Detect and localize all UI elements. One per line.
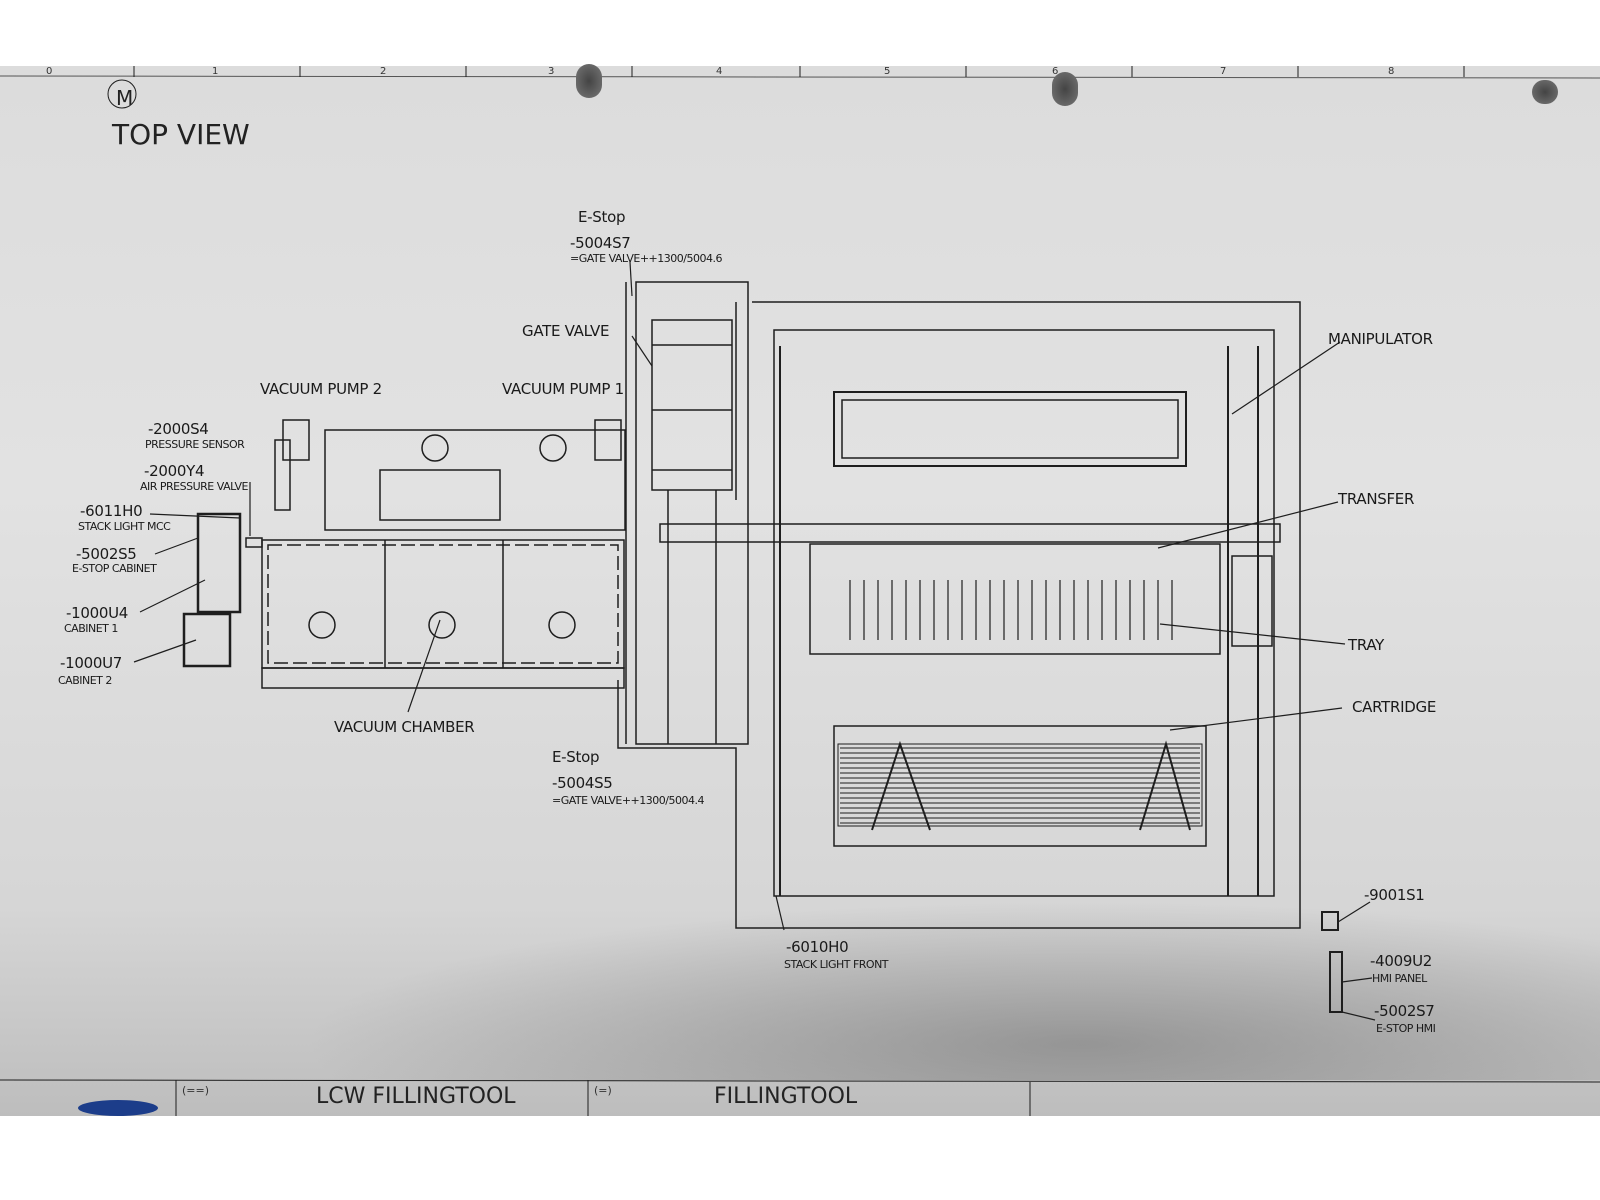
estop-bottom-ref: =GATE VALVE++1300/5004.4	[552, 794, 704, 807]
estop-9001-label: -9001S1	[1364, 886, 1425, 904]
leader-lines	[133, 261, 1376, 1021]
drawing-sheet	[0, 66, 1600, 1116]
ruler-number: 2	[380, 66, 387, 77]
hmi-panel-name: HMI PANEL	[1372, 972, 1427, 985]
hmi-panel	[1321, 911, 1343, 1013]
vacuum-pump-1-label: VACUUM PUMP 1	[502, 380, 624, 398]
cabinet-1-id: -1000U4	[66, 604, 129, 622]
ruler-number: 0	[46, 66, 53, 77]
title-block-name: FILLINGTOOL	[714, 1084, 858, 1109]
view-marker: M	[116, 86, 134, 110]
gate-valve-label: GATE VALVE	[522, 322, 610, 340]
vacuum-chamber-label: VACUUM CHAMBER	[334, 718, 475, 736]
estop-top-id: -5004S7	[570, 234, 631, 252]
estop-bottom-id: -5004S5	[552, 774, 613, 792]
cabinet-1-name: CABINET 1	[64, 622, 118, 635]
ruler	[0, 66, 1600, 79]
punch-hole	[1532, 80, 1558, 104]
title-block	[0, 1079, 1600, 1116]
ruler-number: 7	[1220, 66, 1227, 77]
air-pressure-valve-name: AIR PRESSURE VALVE	[140, 480, 248, 493]
estop-cabinet-id: -5002S5	[76, 545, 137, 563]
ruler-number: 5	[884, 66, 891, 77]
punch-hole	[1052, 72, 1078, 106]
tray-label: TRAY	[1348, 636, 1385, 654]
background-bottom	[0, 1116, 1600, 1200]
title-block-code-1: (==)	[182, 1084, 210, 1097]
manipulator-label: MANIPULATOR	[1328, 330, 1433, 348]
title-block-project: LCW FILLINGTOOL	[316, 1084, 516, 1109]
estop-top-ref: =GATE VALVE++1300/5004.6	[570, 252, 722, 265]
ruler-number: 1	[212, 66, 219, 77]
cabinets	[182, 512, 263, 668]
punch-hole	[576, 64, 602, 98]
pressure-sensor-name: PRESSURE SENSOR	[145, 438, 245, 451]
stack-light-front-name: STACK LIGHT FRONT	[784, 958, 889, 971]
stack-light-mcc-name: STACK LIGHT MCC	[78, 520, 171, 533]
estop-hmi-id: -5002S7	[1374, 1002, 1435, 1020]
vacuum-chamber	[261, 419, 626, 689]
title-block-code-2: (=)	[594, 1084, 612, 1097]
ruler-number: 6	[1052, 66, 1059, 77]
hmi-panel-id: -4009U2	[1370, 952, 1433, 970]
air-pressure-valve-id: -2000Y4	[144, 462, 205, 480]
cabinet-2-name: CABINET 2	[58, 674, 112, 687]
main-frame	[659, 329, 1281, 897]
gate-valve-frame	[625, 281, 749, 745]
stack-light-front-id: -6010H0	[786, 938, 849, 956]
estop-cabinet-name: E-STOP CABINET	[72, 562, 157, 575]
ruler-number: 3	[548, 66, 555, 77]
pressure-sensor-id: -2000S4	[148, 420, 209, 438]
ruler-number: 8	[1388, 66, 1395, 77]
ruler-number: 4	[716, 66, 723, 77]
photo-shadow	[300, 900, 1600, 1080]
vacuum-pump-2-label: VACUUM PUMP 2	[260, 380, 382, 398]
safety-fence	[617, 301, 1301, 929]
stack-light-mcc-id: -6011H0	[80, 502, 143, 520]
cabinet-2-id: -1000U7	[60, 654, 123, 672]
estop-bottom-title: E-Stop	[552, 748, 600, 766]
estop-hmi-name: E-STOP HMI	[1376, 1022, 1436, 1035]
cartridge-label: CARTRIDGE	[1352, 698, 1437, 716]
view-title: TOP VIEW	[112, 118, 250, 151]
transfer-label: TRANSFER	[1338, 490, 1415, 508]
estop-top-title: E-Stop	[578, 208, 626, 226]
